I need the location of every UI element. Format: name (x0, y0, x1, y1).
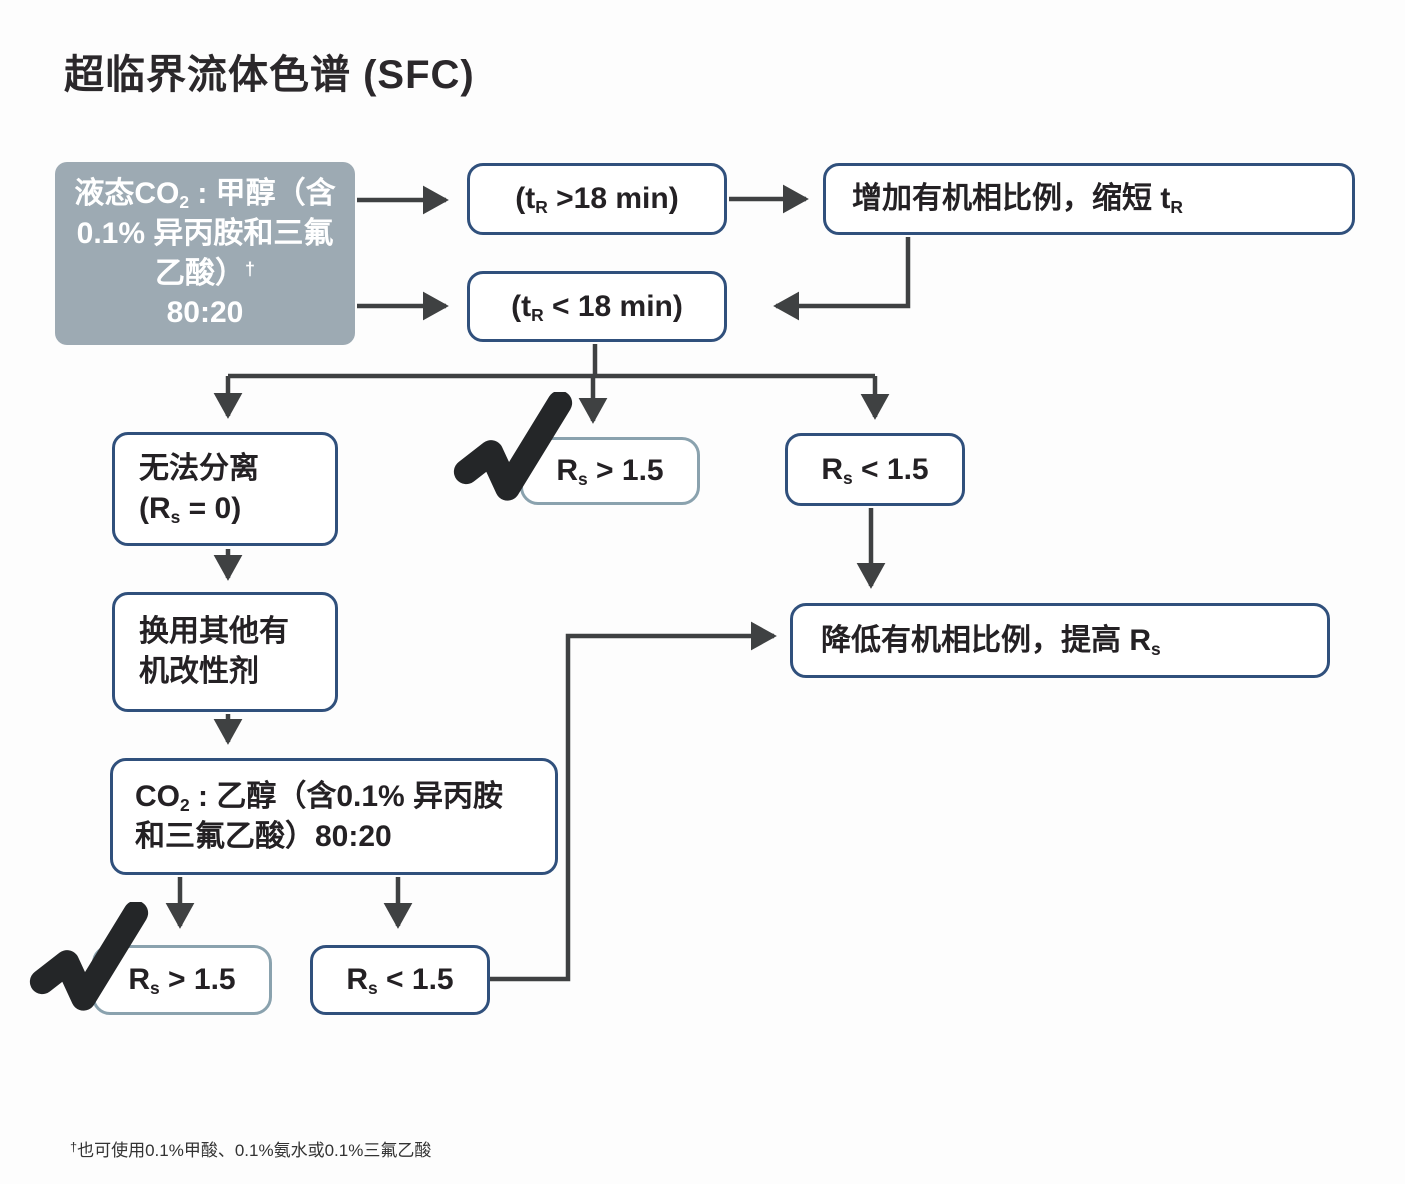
start-dagger: † (244, 258, 255, 279)
page-title: 超临界流体色谱 (SFC) (64, 53, 475, 97)
node-rs-gt-15-mid: Rs > 1.5 (520, 437, 700, 505)
node-decrease-organic: 降低有机相比例，提高 Rs (790, 603, 1330, 678)
node-no-separation: 无法分离 (Rs = 0) (112, 432, 338, 546)
start-sub: 2 (179, 192, 189, 213)
node-change-modifier: 换用其他有机改性剂 (112, 592, 338, 712)
node-start-mobile-phase: 液态CO2 : 甲醇（含 0.1% 异丙胺和三氟乙酸）† 80:20 (55, 162, 355, 345)
node-co2-ethanol: CO2 : 乙醇（含0.1% 异丙胺和三氟乙酸）80:20 (110, 758, 558, 875)
node-tr-gt-18min: (tR >18 min) (467, 163, 727, 235)
footnote: †也可使用0.1%甲酸、0.1%氨水或0.1%三氟乙酸 (70, 1139, 432, 1160)
node-rs-lt-15-bottom: Rs < 1.5 (310, 945, 490, 1015)
node-increase-organic: 增加有机相比例，缩短 tR (823, 163, 1355, 235)
node-rs-gt-15-bottom: Rs > 1.5 (92, 945, 272, 1015)
start-mid: : 甲醇（含 0.1% 异丙胺和三氟乙酸） (76, 177, 336, 290)
footnote-dagger: † (70, 1139, 78, 1155)
node-tr-lt-18min: (tR < 18 min) (467, 271, 727, 342)
start-ratio: 80:20 (166, 296, 244, 330)
node-rs-lt-15-mid: Rs < 1.5 (785, 433, 965, 506)
start-pre: 液态CO (74, 177, 180, 211)
